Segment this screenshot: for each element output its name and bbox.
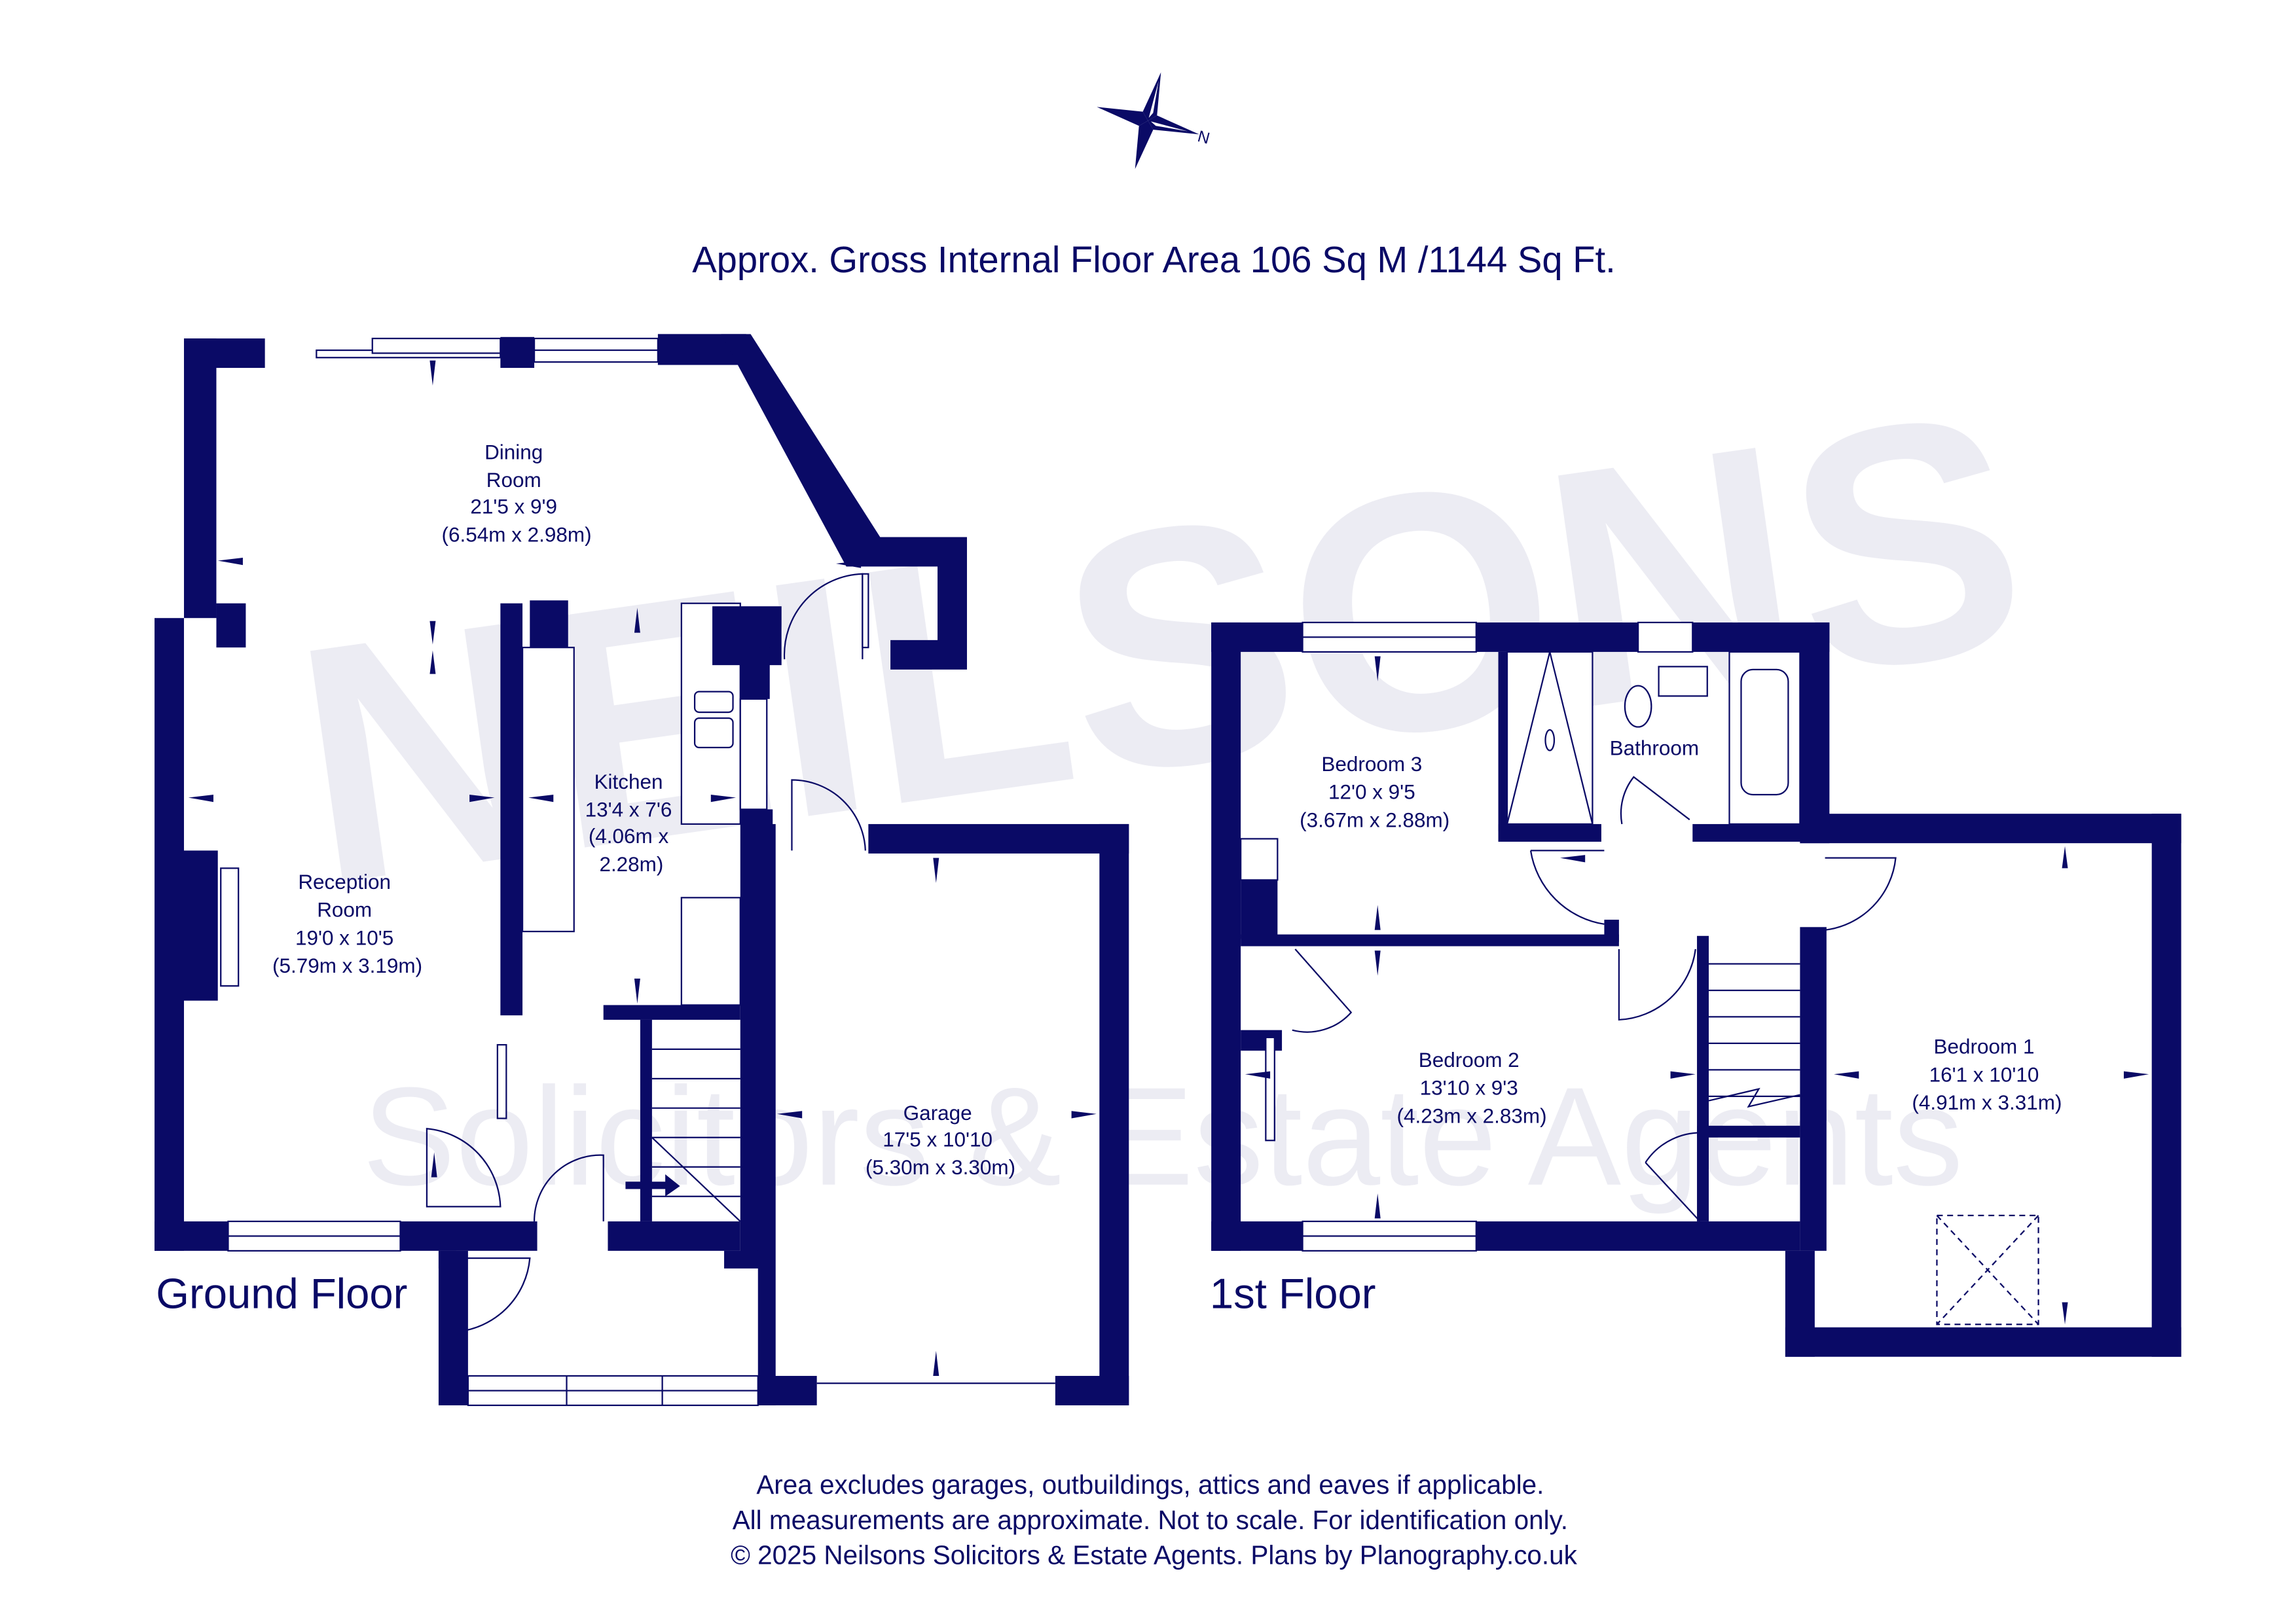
compass-north-label: N [1195, 128, 1211, 148]
bathroom-label: Bathroom [1610, 736, 1699, 759]
floor-area-title: Approx. Gross Internal Floor Area 106 Sq… [692, 239, 1616, 280]
dining-room-label: Dining Room 21'5 x 9'9 (6.54m x 2.98m) [442, 441, 592, 546]
kitchen-label: Kitchen 13'4 x 7'6 (4.06m x 2.28m) [585, 770, 678, 876]
bedroom-2-label: Bedroom 2 13'10 x 9'3 (4.23m x 2.83m) [1397, 1049, 1547, 1127]
stairs-arrow-icon [625, 1174, 680, 1197]
bedroom-3-label: Bedroom 3 12'0 x 9'5 (3.67m x 2.88m) [1300, 753, 1449, 831]
ground-floor-plan: Dining Room 21'5 x 9'9 (6.54m x 2.98m) K… [155, 334, 1129, 1407]
dimension-arrows [1245, 656, 2149, 1325]
compass-icon [1097, 72, 1199, 170]
bedroom-1-label: Bedroom 1 16'1 x 10'10 (4.91m x 3.31m) [1912, 1036, 2062, 1114]
ground-floor-label: Ground Floor [156, 1270, 407, 1318]
first-floor-label: 1st Floor [1210, 1270, 1376, 1318]
first-floor-plan: Bedroom 3 12'0 x 9'5 (3.67m x 2.88m) Bat… [1210, 621, 2181, 1357]
loft-hatch-icon [1936, 1214, 2039, 1326]
reception-room-label: Reception Room 19'0 x 10'5 (5.79m x 3.19… [272, 871, 422, 977]
footer-disclaimer: Area excludes garages, outbuildings, att… [731, 1470, 1578, 1570]
dimension-arrows [188, 360, 1097, 1376]
garage-label: Garage 17'5 x 10'10 (5.30m x 3.30m) [866, 1102, 1015, 1179]
